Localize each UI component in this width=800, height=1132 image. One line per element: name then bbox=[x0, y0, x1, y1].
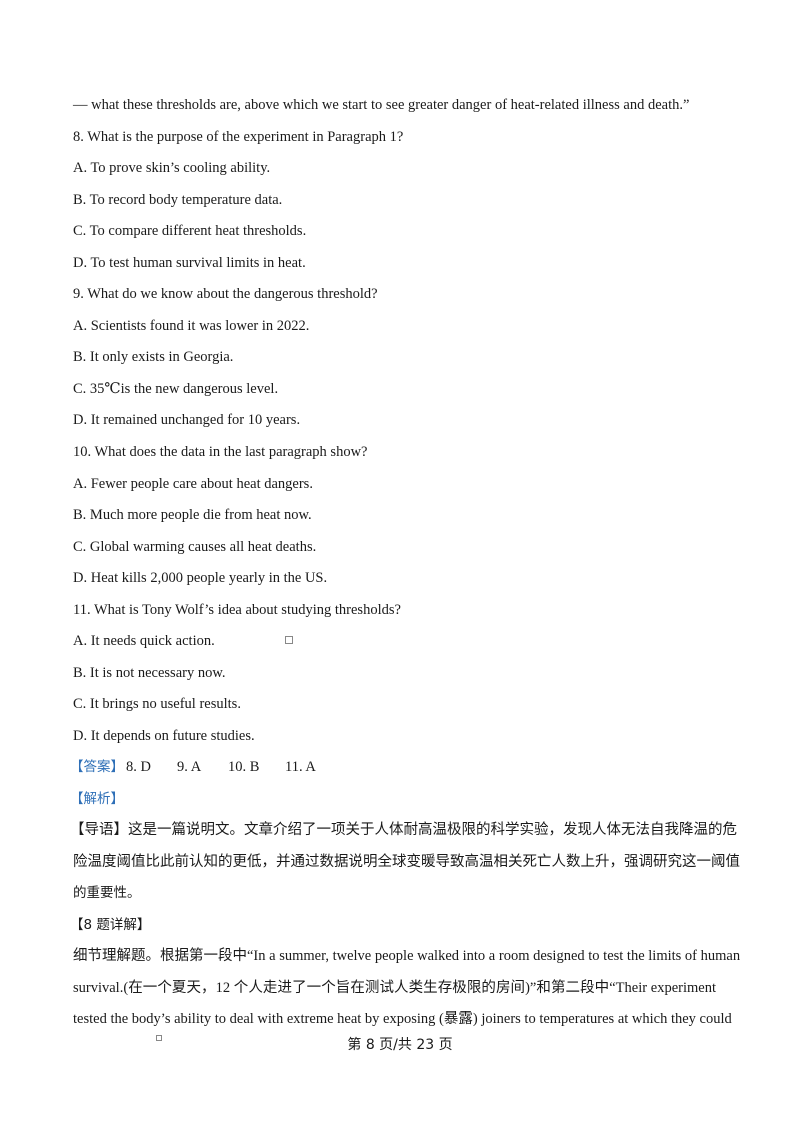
question-11-stem: 11. What is Tony Wolf’s idea about study… bbox=[73, 602, 401, 618]
question-10-option-c: C. Global warming causes all heat deaths… bbox=[73, 539, 317, 555]
question-8-option-d: D. To test human survival limits in heat… bbox=[73, 255, 306, 271]
page-footer: 第 8 页/共 23 页 bbox=[347, 1037, 453, 1053]
guide-line-3: 的重要性。 bbox=[73, 885, 141, 901]
question-11-option-a: A. It needs quick action. bbox=[73, 633, 215, 649]
detail-line-3: tested the body’s ability to deal with e… bbox=[73, 1011, 732, 1027]
question-10-option-b: B. Much more people die from heat now. bbox=[73, 507, 312, 523]
answer-10: 10. B bbox=[228, 759, 260, 775]
question-9-option-d: D. It remained unchanged for 10 years. bbox=[73, 412, 301, 428]
question-9-option-a: A. Scientists found it was lower in 2022… bbox=[73, 318, 310, 334]
detail-line-1: 细节理解题。根据第一段中“In a summer, twelve people … bbox=[73, 948, 741, 964]
question-9-stem: 9. What do we know about the dangerous t… bbox=[73, 286, 378, 302]
question-11-option-d: D. It depends on future studies. bbox=[73, 728, 255, 744]
question-10-option-d: D. Heat kills 2,000 people yearly in the… bbox=[73, 570, 328, 586]
question-8-stem: 8. What is the purpose of the experiment… bbox=[73, 129, 404, 145]
question-8-option-a: A. To prove skin’s cooling ability. bbox=[73, 160, 271, 176]
question-8-option-b: B. To record body temperature data. bbox=[73, 192, 283, 208]
footer-box-mark bbox=[156, 1035, 162, 1041]
question-9-option-b: B. It only exists in Georgia. bbox=[73, 349, 234, 365]
detail-line-2: survival.(在一个夏天，12 个人走进了一个旨在测试人类生存极限的房间)… bbox=[73, 980, 716, 996]
question-11-option-b: B. It is not necessary now. bbox=[73, 665, 226, 681]
question-9-option-c: C. 35℃is the new dangerous level. bbox=[73, 381, 279, 397]
stray-box-mark bbox=[285, 636, 293, 644]
answer-8: 8. D bbox=[126, 759, 151, 775]
continuation-text: — what these thresholds are, above which… bbox=[73, 97, 690, 113]
guide-line-2: 险温度阈值比此前认知的更低，并通过数据说明全球变暖导致高温相关死亡人数上升，强调… bbox=[73, 854, 740, 870]
analysis-label: 【解析】 bbox=[70, 791, 124, 807]
question-11-option-c: C. It brings no useful results. bbox=[73, 696, 241, 712]
guide-line-1: 【导语】这是一篇说明文。文章介绍了一项关于人体耐高温极限的科学实验，发现人体无法… bbox=[70, 822, 737, 838]
answer-line: 【答案】8. D 9. A 10. B 11. A bbox=[70, 757, 316, 777]
answer-11: 11. A bbox=[285, 759, 316, 775]
question-10-stem: 10. What does the data in the last parag… bbox=[73, 444, 368, 460]
answer-label: 【答案】 bbox=[70, 759, 124, 775]
question-8-option-c: C. To compare different heat thresholds. bbox=[73, 223, 307, 239]
detail-label: 【8 题详解】 bbox=[70, 917, 151, 933]
question-10-option-a: A. Fewer people care about heat dangers. bbox=[73, 476, 313, 492]
answer-9: 9. A bbox=[177, 759, 202, 775]
